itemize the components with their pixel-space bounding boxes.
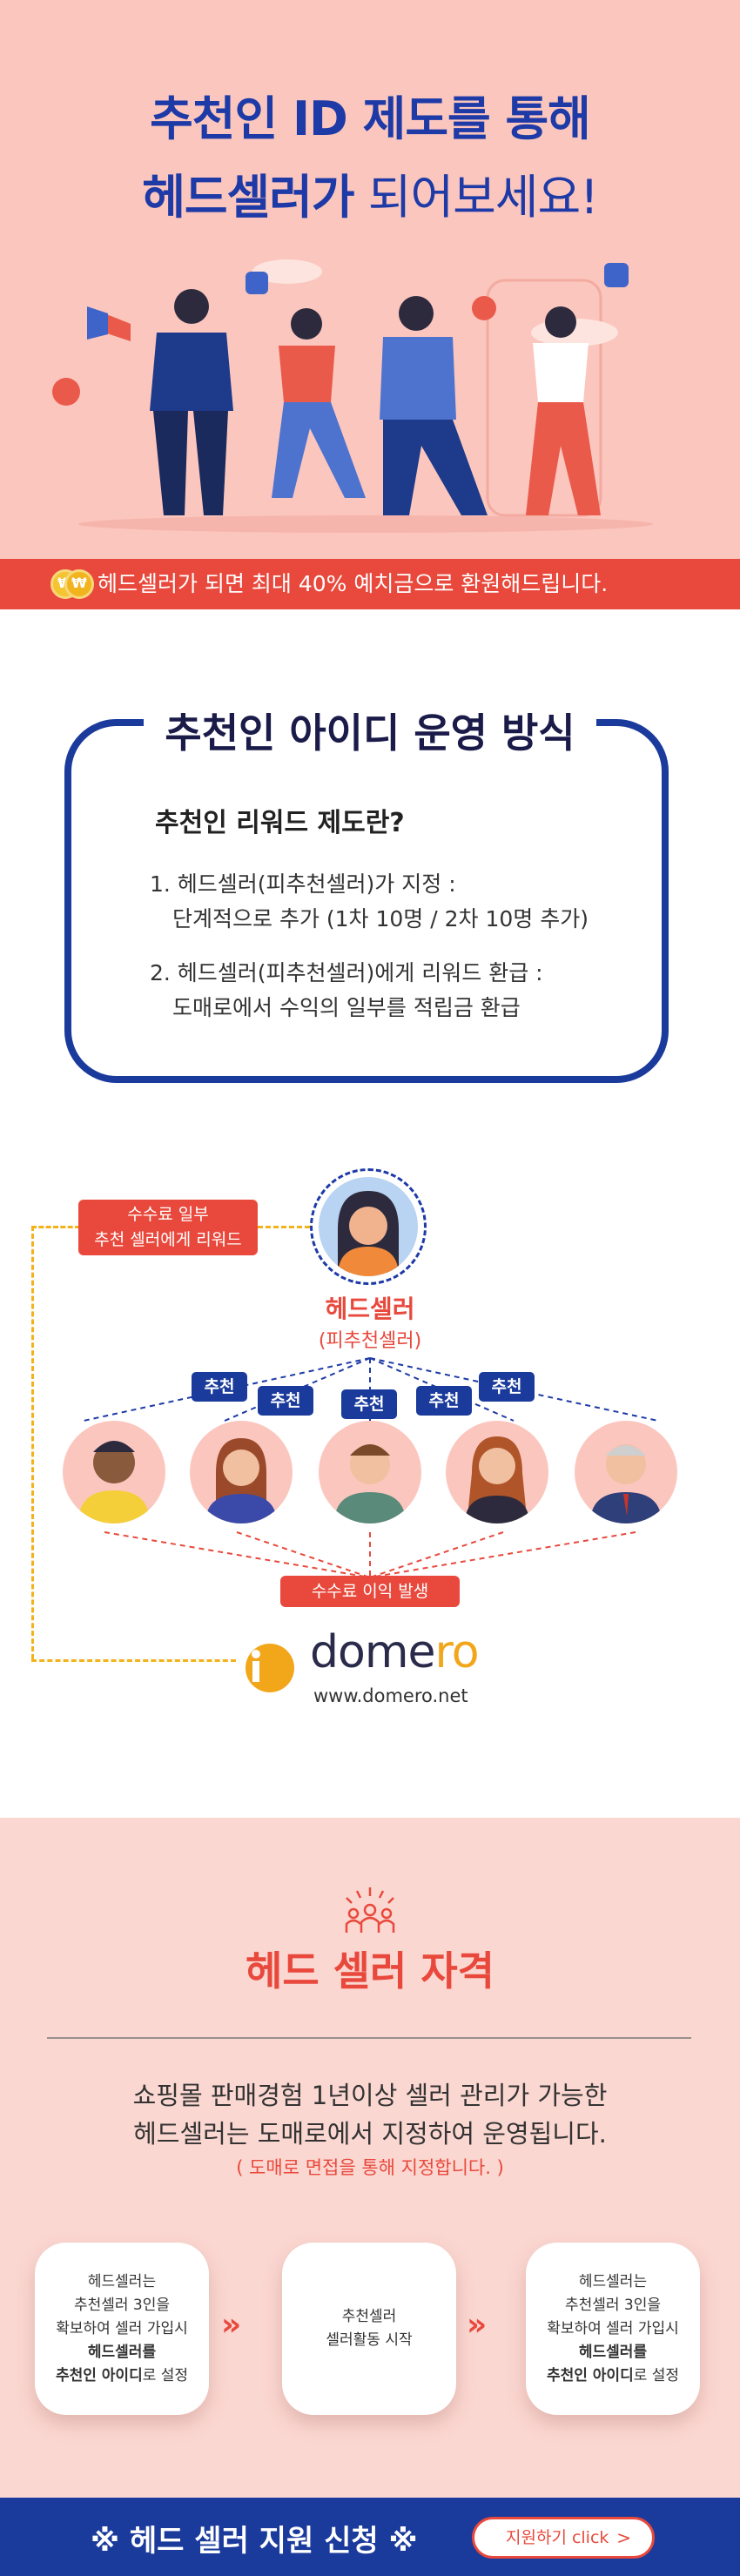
method-item-1: 1. 헤드셀러(피추천셀러)가 지정 : 단계적으로 추가 (1차 10명 / … <box>150 867 589 937</box>
fee-label: 수수료 이익 발생 <box>280 1576 460 1607</box>
orange-dashed-line <box>31 1659 236 1662</box>
apply-button-label: 지원하기 click <box>506 2528 609 2547</box>
recommend-badge: 추천 <box>416 1386 472 1416</box>
orange-dashed-line <box>31 1226 80 1228</box>
domero-wordmark-main: dome <box>310 1626 435 1678</box>
method-item-2: 2. 헤드셀러(피추천셀러)에게 리워드 환급 : 도매로에서 수익의 일부를 … <box>150 956 543 1026</box>
people-icon <box>345 1887 395 1933</box>
method-item-2-line-1: 2. 헤드셀러(피추천셀러)에게 리워드 환급 : <box>150 960 543 985</box>
like-icon <box>604 263 629 287</box>
referral-diagram: 수수료 일부 추천 셀러에게 리워드 헤드셀러 (피추천셀러) 추천 추천 추천 <box>0 1158 740 1767</box>
seller-avatar <box>575 1421 677 1523</box>
method-item-1-line-1: 1. 헤드셀러(피추천셀러)가 지정 : <box>150 871 456 897</box>
step-card-1: 헤드셀러는 추천셀러 3인을 확보하여 셀러 가입시 헤드셀러를 추천인 아이디… <box>35 2243 209 2415</box>
chevron-right-icon: » <box>467 2307 487 2343</box>
qualification-desc-1: 쇼핑몰 판매경험 1년이상 셀러 관리가 가능한 <box>132 2081 608 2110</box>
step-1-line: 헤드셀러를 <box>87 2343 157 2361</box>
footer-apply-bar: ※ 헤드 셀러 지원 신청 ※ 지원하기 click > <box>0 2498 740 2576</box>
hero-title-bold: 헤드셀러가 <box>142 170 354 225</box>
step-3-line: 헤드셀러는 <box>578 2272 648 2290</box>
apply-button[interactable]: 지원하기 click > <box>472 2517 655 2559</box>
step-card-3: 헤드셀러는 추천셀러 3인을 확보하여 셀러 가입시 헤드셀러를 추천인 아이디… <box>526 2243 700 2415</box>
hero-banner-text: 헤드셀러가 되면 최대 40% 예치금으로 환원해드립니다. <box>98 571 609 596</box>
chevron-right-icon: » <box>221 2307 241 2343</box>
reward-label: 수수료 일부 추천 셀러에게 리워드 <box>78 1200 258 1255</box>
orange-dashed-line <box>31 1226 37 1659</box>
domero-url: www.domero.net <box>313 1685 468 1706</box>
seller-avatar <box>63 1421 165 1523</box>
divider <box>47 2037 691 2039</box>
step-3-line: 추천셀러 3인을 <box>564 2296 662 2314</box>
orange-dashed-line <box>258 1226 310 1228</box>
coin-icon: ₩ <box>64 569 94 599</box>
head-seller-name: 헤드셀러 <box>325 1295 415 1323</box>
step-card-2: 추천셀러 셀러활동 시작 <box>282 2243 456 2415</box>
hero-title-line-2: 헤드셀러가 되어보세요! <box>0 158 740 227</box>
hero-title-line-1: 추천인 ID 제도를 통해 <box>150 91 591 146</box>
seller-avatar <box>446 1421 548 1523</box>
domero-wordmark-accent: ro <box>434 1626 479 1678</box>
qualification-title: 헤드 셀러 자격 <box>246 1947 494 1994</box>
hero-section: 추천인 ID 제도를 통해 헤드셀러가 되어보세요! <box>0 0 740 559</box>
head-seller-ring <box>310 1168 427 1285</box>
heart-icon <box>52 378 80 406</box>
recommend-badge: 추천 <box>258 1386 313 1416</box>
method-subtitle: 추천인 리워드 제도란? <box>155 808 405 838</box>
step-1-line: 확보하여 셀러 가입시 <box>56 2319 188 2337</box>
method-item-2-line-2: 도매로에서 수익의 일부를 적립금 환급 <box>172 995 521 1020</box>
reward-label-line-2: 추천 셀러에게 리워드 <box>94 1230 242 1249</box>
hero-illustration <box>52 259 653 533</box>
heart-icon <box>472 296 496 320</box>
step-3-line: 확보하여 셀러 가입시 <box>547 2319 679 2337</box>
like-icon <box>246 272 268 294</box>
domero-logo-icon <box>246 1644 294 1692</box>
reward-label-line-1: 수수료 일부 <box>127 1205 209 1224</box>
seller-avatar <box>190 1421 293 1523</box>
qualification-section: 헤드 셀러 자격 쇼핑몰 판매경험 1년이상 셀러 관리가 가능한 헤드셀러는 … <box>0 1818 740 2498</box>
qualification-note: ( 도매로 면접을 통해 지정합니다. ) <box>236 2157 504 2178</box>
domero-wordmark: domero <box>310 1626 480 1678</box>
step-2-line: 추천셀러 <box>341 2308 397 2325</box>
footer-title: ※ 헤드 셀러 지원 신청 ※ <box>91 2524 418 2559</box>
seller-avatar <box>319 1421 421 1523</box>
step-1-line: 헤드셀러는 <box>87 2272 157 2290</box>
recommend-badge: 추천 <box>192 1372 247 1402</box>
method-item-1-line-2: 단계적으로 추가 (1차 10명 / 2차 10명 추가) <box>172 906 589 932</box>
head-seller-avatar <box>319 1177 418 1276</box>
step-3-line: 추천인 아이디로 설정 <box>546 2366 680 2384</box>
step-2-line: 셀러활동 시작 <box>326 2331 413 2349</box>
hero-banner: ₩ ₩ 헤드셀러가 되면 최대 40% 예치금으로 환원해드립니다. <box>0 559 740 609</box>
chevron-right-icon: > <box>616 2527 631 2548</box>
head-seller-subtitle: (피추천셀러) <box>318 1330 422 1352</box>
hero-title-rest: 되어보세요! <box>353 170 599 225</box>
recommend-badge: 추천 <box>479 1372 535 1402</box>
method-title-wrap: 추천인 아이디 운영 방식 <box>0 702 740 759</box>
step-1-line: 추천셀러 3인을 <box>73 2296 171 2314</box>
method-title: 추천인 아이디 운영 방식 <box>144 702 596 759</box>
qualification-desc-2: 헤드셀러는 도매로에서 지정하여 운영됩니다. <box>133 2119 607 2149</box>
recommend-badge: 추천 <box>341 1389 397 1419</box>
step-3-line: 헤드셀러를 <box>578 2343 648 2361</box>
step-1-line: 추천인 아이디로 설정 <box>55 2366 189 2384</box>
